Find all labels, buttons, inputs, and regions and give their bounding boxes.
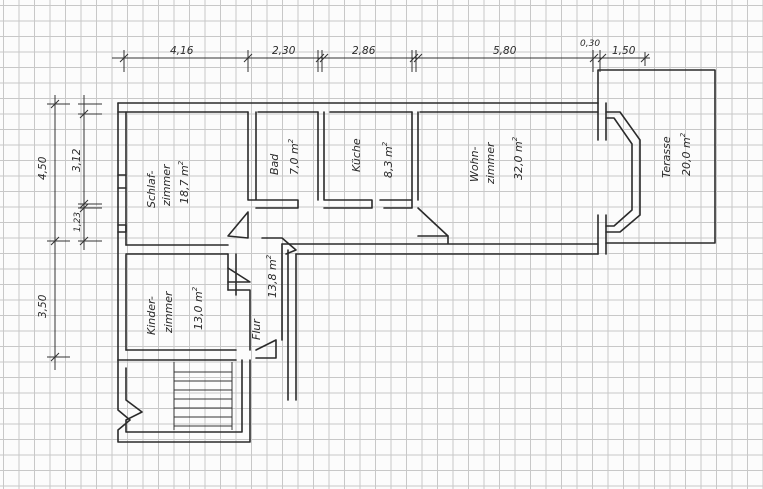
dim-left-3: 3,12	[71, 148, 83, 172]
svg-text:32,0 m2: 32,0 m2	[511, 136, 525, 180]
dim-left-2: 3,50	[37, 294, 49, 318]
dim-top-6: 1,50	[612, 45, 636, 57]
svg-text:Flur: Flur	[250, 318, 263, 340]
svg-text:Küche: Küche	[350, 138, 363, 172]
svg-text:7,0 m2: 7,0 m2	[287, 138, 301, 175]
dim-top-2: 2,30	[272, 45, 296, 57]
dim-left-1: 4,50	[37, 156, 49, 180]
svg-text:8,3 m2: 8,3 m2	[381, 141, 395, 178]
svg-text:Bad: Bad	[268, 153, 281, 175]
room-schlafzimmer-label: Schlaf- zimmer 18,7 m2	[145, 160, 191, 208]
svg-text:13,0 m2: 13,0 m2	[191, 286, 205, 330]
walls	[117, 69, 716, 443]
dim-top-1: 4,16	[170, 45, 194, 57]
svg-text:20,0 m2: 20,0 m2	[679, 132, 693, 176]
svg-text:Wohn-: Wohn-	[468, 146, 481, 182]
svg-text:zimmer: zimmer	[160, 163, 173, 207]
room-terasse-label: Terasse 20,0 m2	[660, 132, 693, 178]
dim-top-5: 0,30	[580, 39, 600, 49]
room-flur-label: Flur 13,8 m2	[250, 254, 279, 340]
svg-text:zimmer: zimmer	[484, 141, 497, 185]
left-dimension-chain: 4,50 3,50 3,12 1,23	[37, 95, 102, 370]
dim-top-4: 5,80	[493, 45, 517, 57]
room-wohnzimmer-label: Wohn- zimmer 32,0 m2	[468, 136, 525, 185]
room-kinderzimmer-label: Kinder- zimmer 13,0 m2	[145, 286, 205, 335]
svg-text:Terasse: Terasse	[660, 136, 673, 178]
svg-text:Kinder-: Kinder-	[145, 296, 158, 335]
room-bad-label: Bad 7,0 m2	[268, 138, 301, 175]
svg-text:zimmer: zimmer	[162, 290, 175, 334]
svg-text:Schlaf-: Schlaf-	[145, 171, 158, 208]
dim-left-4: 1,23	[73, 212, 83, 232]
dim-top-3: 2,86	[352, 45, 376, 57]
room-kueche-label: Küche 8,3 m2	[350, 138, 395, 178]
svg-text:18,7 m2: 18,7 m2	[177, 160, 191, 204]
svg-text:13,8 m2: 13,8 m2	[265, 254, 279, 298]
top-dimension-chain: 4,16 2,30 2,86 5,80 0,30 1,50	[112, 39, 650, 72]
